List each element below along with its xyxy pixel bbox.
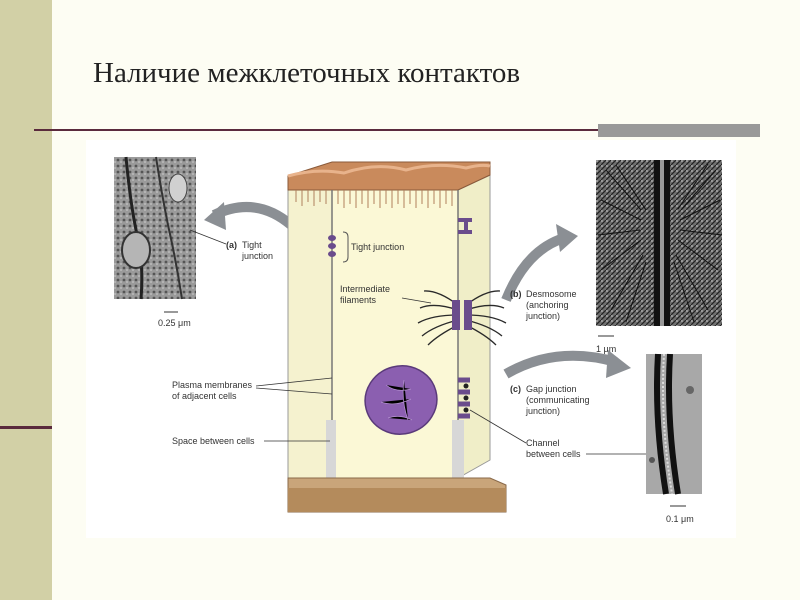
- left-accent-band: [0, 0, 52, 600]
- micrograph-tight-junction: [114, 157, 196, 299]
- title-divider: [34, 129, 598, 131]
- cell-junction-figure: 0.25 μm (a) Tight junction: [86, 140, 736, 538]
- arrowhead-gap: [606, 350, 631, 378]
- label-desmo-3: junction): [525, 311, 560, 321]
- micrograph-gap-junction: [646, 354, 702, 494]
- label-gap-2: (communicating: [526, 395, 590, 405]
- label-plasma-1: Plasma membranes: [172, 380, 253, 390]
- arrowhead-desmosome: [556, 224, 578, 252]
- title-divider-block: [598, 124, 760, 137]
- label-desmo-2: (anchoring: [526, 300, 569, 310]
- arrow-to-gap-micrograph: [506, 356, 616, 374]
- label-channel-1: Channel: [526, 438, 560, 448]
- figure-svg: 0.25 μm (a) Tight junction: [86, 140, 736, 538]
- label-intermediate-2: filaments: [340, 295, 377, 305]
- label-tight-center: Tight junction: [351, 242, 404, 252]
- label-plasma-2: of adjacent cells: [172, 391, 237, 401]
- label-gap-3: junction): [525, 406, 560, 416]
- label-space: Space between cells: [172, 436, 255, 446]
- tight-junction-beads: [328, 235, 336, 257]
- arrowhead-tight: [204, 202, 226, 230]
- label-intermediate-1: Intermediate: [340, 284, 390, 294]
- micrograph-desmosome: [596, 160, 722, 326]
- scale-label-tight: 0.25 μm: [158, 318, 191, 328]
- label-channel-2: between cells: [526, 449, 581, 459]
- label-desmo-1: Desmosome: [526, 289, 577, 299]
- label-gap-1: Gap junction: [526, 384, 577, 394]
- epithelial-cell-block: [288, 162, 506, 512]
- label-letter-c: (c): [510, 384, 521, 394]
- left-accent-line: [0, 426, 52, 429]
- scale-label-gap: 0.1 μm: [666, 514, 694, 524]
- label-tight-1: Tight: [242, 240, 262, 250]
- arrow-to-tight-micrograph: [214, 207, 291, 225]
- slide-title: Наличие межклеточных контактов: [93, 57, 520, 90]
- label-tight-2: junction: [241, 251, 273, 261]
- scale-label-desmo: 1 μm: [596, 344, 616, 354]
- label-letter-a: (a): [226, 240, 237, 250]
- label-letter-b: (b): [510, 289, 522, 299]
